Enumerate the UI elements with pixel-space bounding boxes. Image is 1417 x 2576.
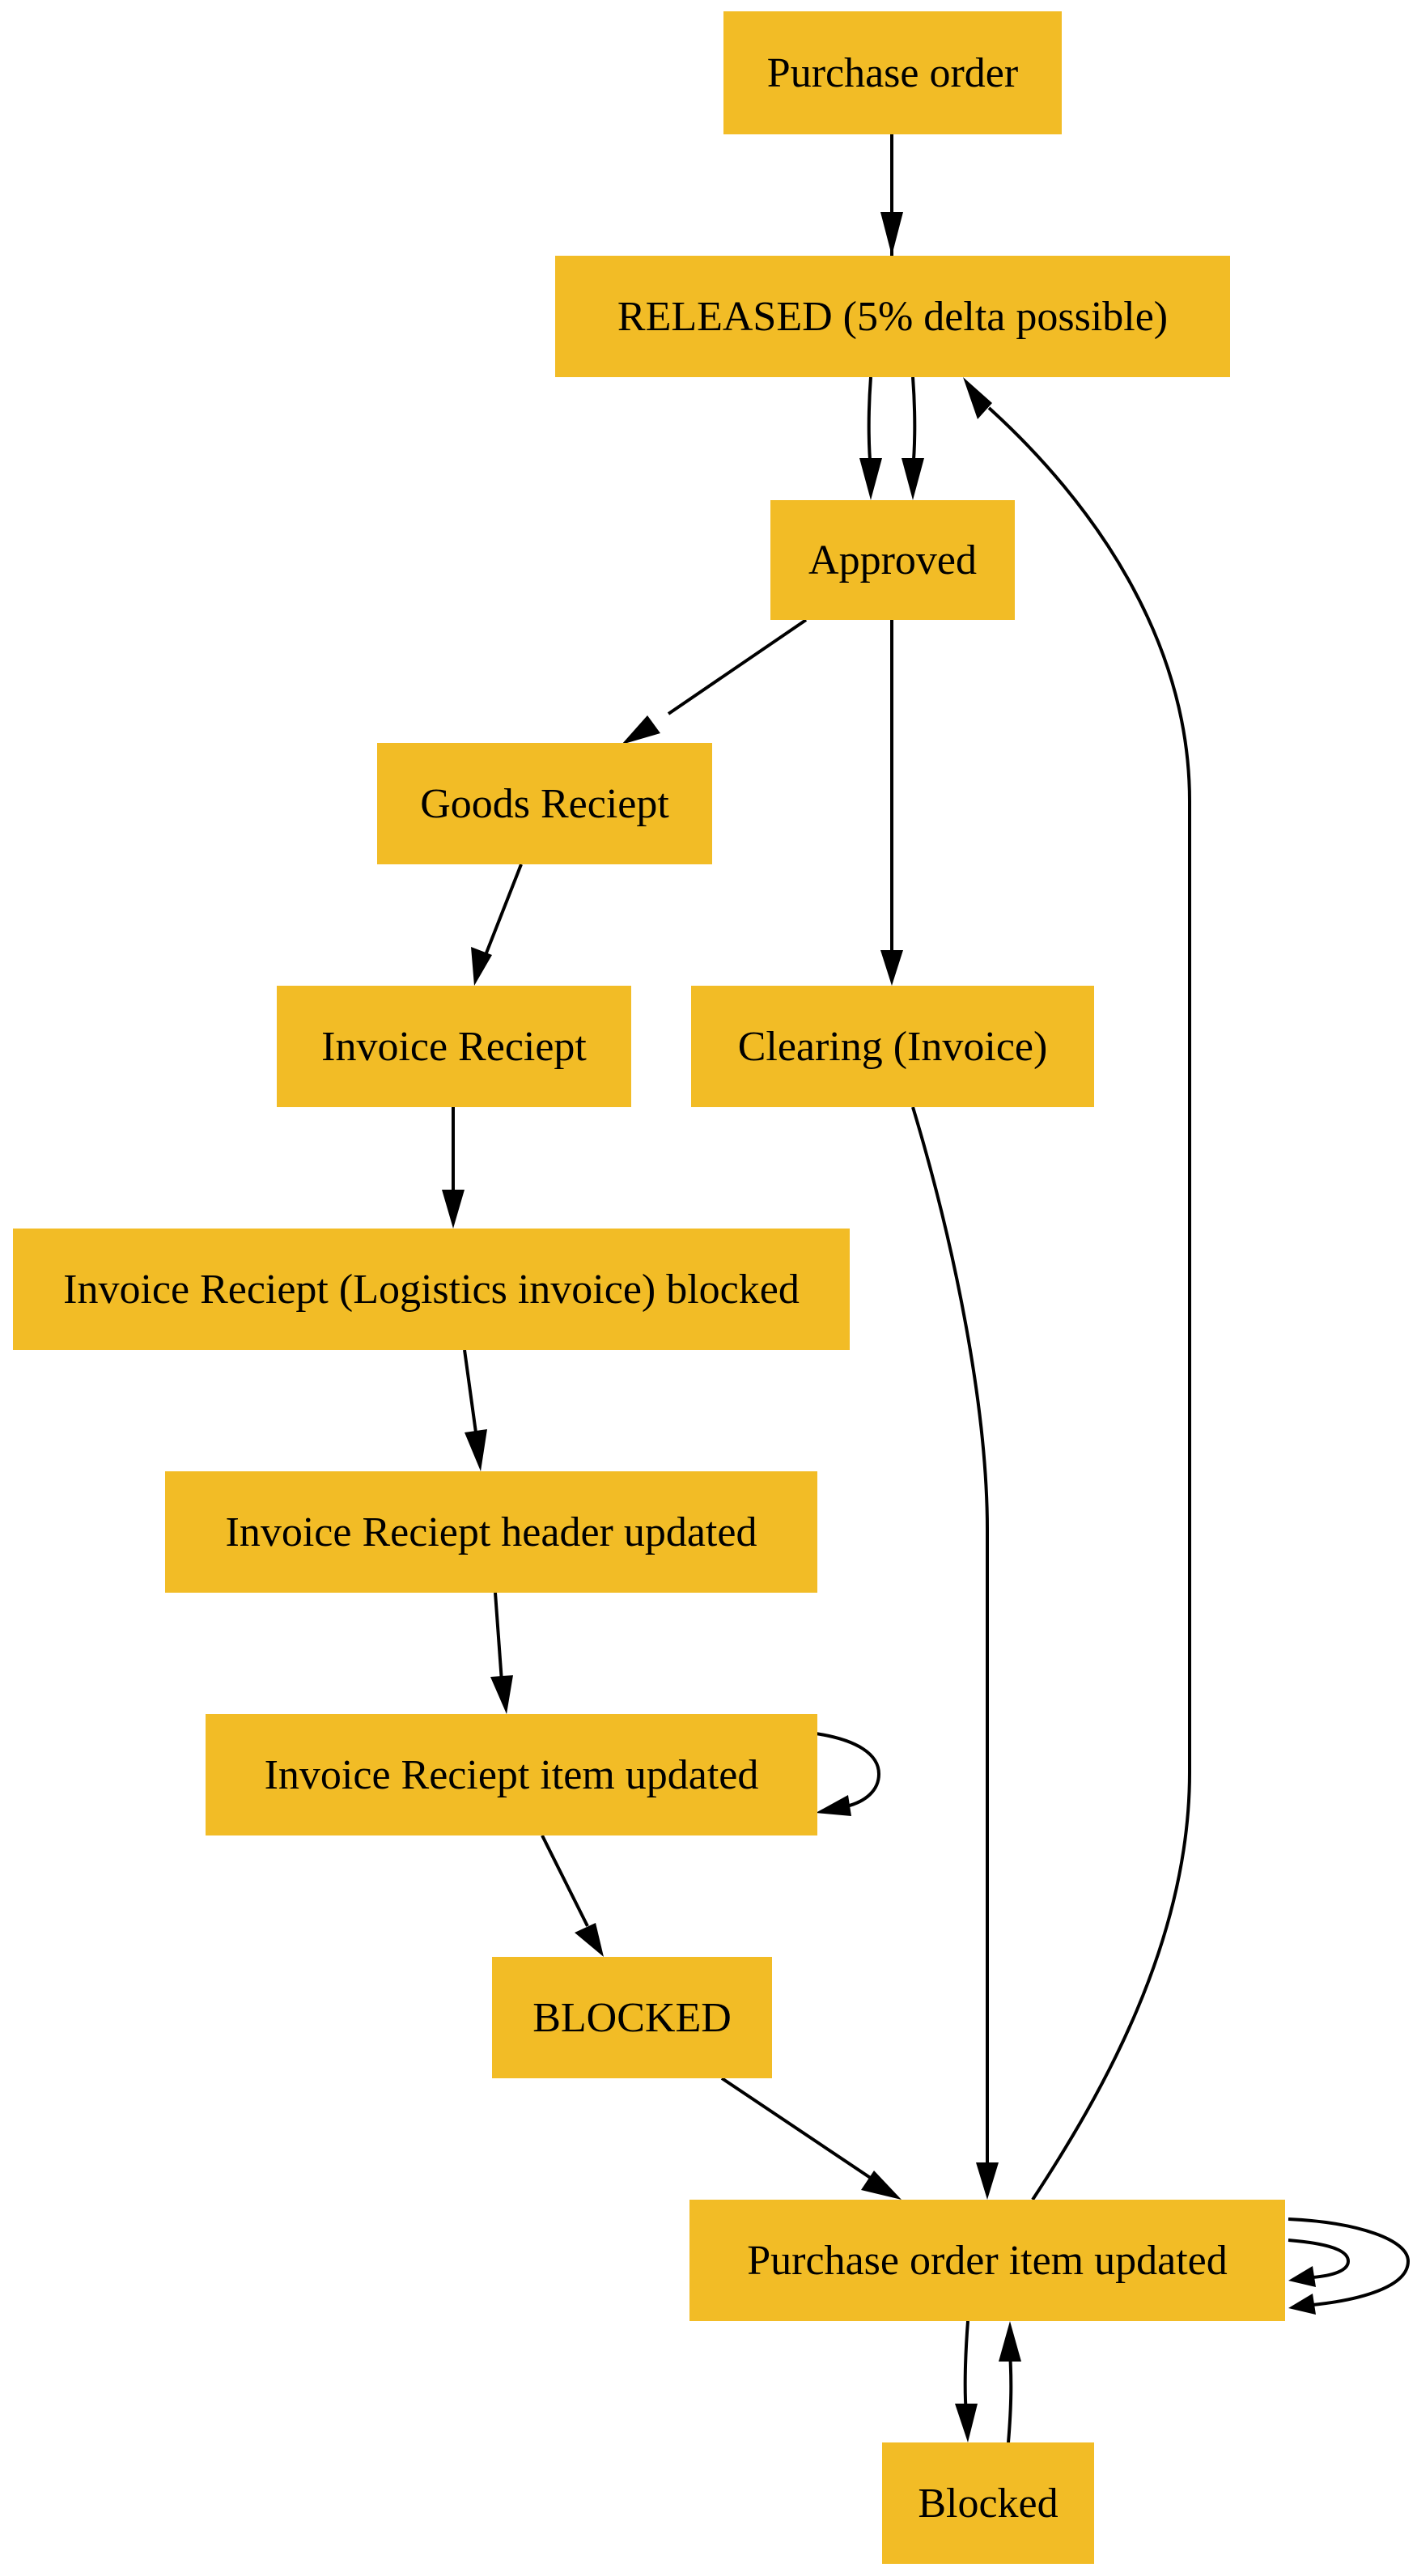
node-approved: Approved bbox=[770, 500, 1015, 620]
edge-po-item-updated-self-loop-outer bbox=[1288, 2217, 1411, 2307]
node-invoice-reciept: Invoice Reciept bbox=[277, 986, 631, 1107]
arrowhead bbox=[575, 1923, 604, 1957]
node-label: Invoice Reciept bbox=[321, 1023, 587, 1070]
node-blocked: Blocked bbox=[882, 2442, 1094, 2564]
arrowhead bbox=[471, 947, 492, 986]
node-label: Goods Reciept bbox=[420, 780, 669, 827]
arrowhead bbox=[861, 2171, 902, 2200]
arrowhead bbox=[490, 1675, 513, 1714]
node-purchase-order-item-updated: Purchase order item updated bbox=[689, 2200, 1285, 2321]
node-label: Purchase order bbox=[766, 49, 1019, 96]
edge-blocked-caps-to-po-item-updated bbox=[720, 2077, 876, 2182]
arrowhead bbox=[859, 458, 882, 500]
node-label: RELEASED (5% delta possible) bbox=[617, 293, 1169, 340]
arrowhead bbox=[622, 715, 660, 745]
edge-po-item-updated-to-blocked bbox=[963, 2320, 969, 2414]
node-goods-reciept: Goods Reciept bbox=[377, 743, 712, 864]
arrowhead bbox=[976, 2162, 999, 2200]
node-released: RELEASED (5% delta possible) bbox=[555, 256, 1230, 377]
node-label: Approved bbox=[808, 537, 977, 584]
node-label: Purchase order item updated bbox=[747, 2237, 1228, 2284]
node-label: Invoice Reciept item updated bbox=[264, 1751, 759, 1798]
node-blocked-caps: BLOCKED bbox=[492, 1957, 772, 2078]
arrowhead bbox=[1288, 2294, 1316, 2315]
node-label: Invoice Reciept header updated bbox=[225, 1509, 757, 1555]
node-label: Clearing (Invoice) bbox=[737, 1023, 1048, 1070]
node-label: BLOCKED bbox=[532, 1994, 732, 2041]
arrowhead bbox=[955, 2404, 978, 2442]
node-purchase-order: Purchase order bbox=[723, 11, 1062, 134]
arrowhead bbox=[465, 1429, 487, 1471]
node-label: Blocked bbox=[918, 2480, 1059, 2527]
edge-logistics-blocked-to-header-updated bbox=[463, 1349, 477, 1433]
edge-goods-reciept-to-invoice-reciept bbox=[484, 864, 523, 956]
edge-header-updated-to-item-updated bbox=[494, 1592, 503, 1683]
arrowhead bbox=[902, 458, 924, 500]
arrowhead bbox=[880, 212, 903, 256]
edge-blocked-to-po-item-updated bbox=[1007, 2351, 1013, 2443]
edge-item-updated-to-blocked-caps bbox=[541, 1835, 589, 1927]
node-label: Invoice Reciept (Logistics invoice) bloc… bbox=[63, 1266, 800, 1313]
edge-released-to-approved-1 bbox=[867, 376, 872, 470]
node-clearing-invoice: Clearing (Invoice) bbox=[691, 986, 1094, 1107]
arrowhead bbox=[880, 950, 903, 986]
edge-po-item-updated-self-loop-inner bbox=[1288, 2239, 1351, 2279]
arrowhead bbox=[1288, 2266, 1316, 2287]
edge-clearing-to-po-item-updated bbox=[911, 1106, 989, 2169]
node-invoice-reciept-header-updated: Invoice Reciept header updated bbox=[165, 1471, 817, 1593]
arrowhead bbox=[816, 1795, 851, 1816]
node-invoice-reciept-item-updated: Invoice Reciept item updated bbox=[206, 1714, 817, 1835]
edge-released-to-approved-2 bbox=[911, 376, 917, 470]
arrowhead bbox=[999, 2321, 1021, 2362]
node-invoice-reciept-logistics-blocked: Invoice Reciept (Logistics invoice) bloc… bbox=[13, 1229, 850, 1350]
edge-item-updated-self-loop bbox=[815, 1732, 881, 1808]
arrowhead bbox=[442, 1190, 465, 1229]
arrowhead bbox=[963, 377, 992, 419]
edge-po-item-updated-to-released bbox=[987, 406, 1191, 2201]
edge-approved-to-goods-reciept bbox=[667, 618, 808, 715]
